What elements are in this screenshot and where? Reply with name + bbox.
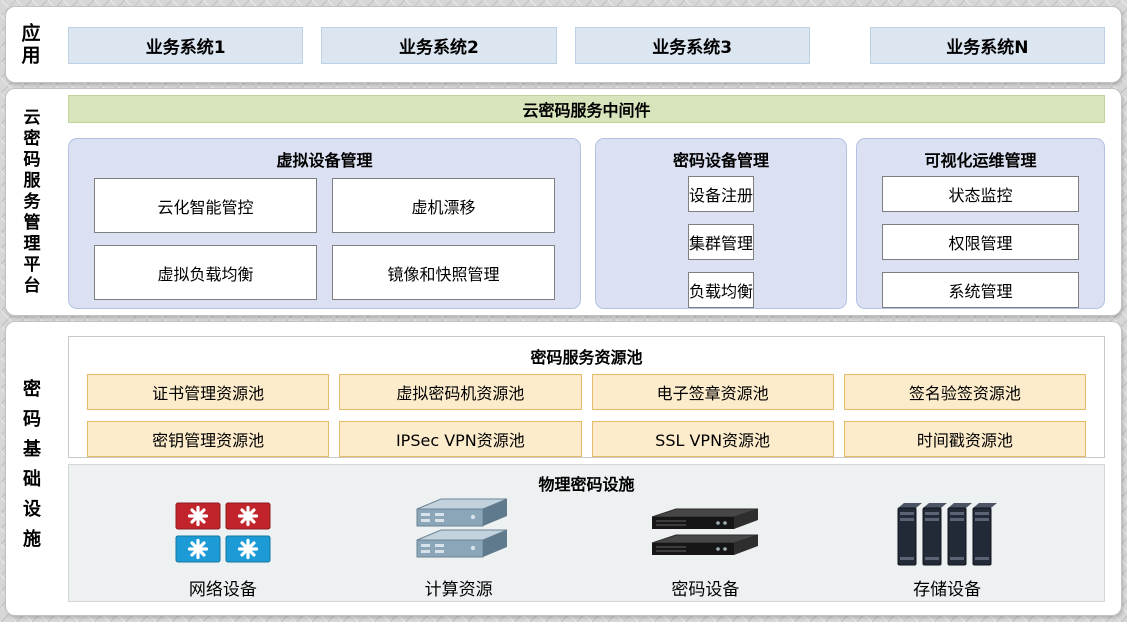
feature-box-cluster-management: 集群管理	[687, 224, 754, 260]
application-section: 应用 业务系统1 业务系统2 业务系统3 业务系统N	[5, 6, 1122, 83]
business-system-box-2: 业务系统2	[321, 27, 557, 64]
pool-box-ipsec-vpn: IPSec VPN资源池	[339, 421, 582, 457]
management-panels-row: 虚拟设备管理 云化智能管控 虚机漂移 虚拟负载均衡 镜像和快照管理 密码设备管理…	[68, 138, 1105, 309]
feature-box-cloud-control: 云化智能管控	[94, 178, 317, 233]
feature-box-device-register: 设备注册	[687, 176, 754, 212]
feature-box-status-monitor: 状态监控	[882, 176, 1079, 212]
crypto-device-panel: 密码设备管理 设备注册 集群管理 负载均衡	[595, 138, 847, 309]
device-item-network: 网络设备	[175, 497, 271, 600]
virtual-device-grid: 云化智能管控 虚机漂移 虚拟负载均衡 镜像和快照管理	[69, 171, 580, 300]
pool-box-key-management: 密钥管理资源池	[87, 421, 330, 457]
feature-box-vm-migration: 虚机漂移	[332, 178, 555, 233]
device-item-storage: 存储设备	[896, 497, 998, 600]
business-system-box-3: 业务系统3	[574, 27, 810, 64]
ops-management-stack: 状态监控 权限管理 系统管理	[857, 171, 1104, 308]
pool-box-virtual-crypto-machine: 虚拟密码机资源池	[339, 374, 582, 410]
virtual-device-panel-title: 虚拟设备管理	[276, 151, 373, 170]
compute-server-icon	[416, 498, 508, 558]
feature-box-system-management: 系统管理	[882, 272, 1079, 308]
device-label-network: 网络设备	[188, 580, 257, 600]
feature-box-virtual-load-balance: 虚拟负载均衡	[94, 245, 317, 300]
platform-section-label: 云密码服务管理平台	[19, 107, 40, 297]
resource-pool-panel: 密码服务资源池 证书管理资源池 虚拟密码机资源池 电子签章资源池 签名验签资源池…	[68, 336, 1105, 458]
pool-box-certificate: 证书管理资源池	[87, 374, 330, 410]
network-device-icon	[175, 502, 271, 563]
middleware-bar: 云密码服务中间件	[68, 95, 1105, 123]
resource-pool-title: 密码服务资源池	[530, 348, 643, 367]
pool-box-sign-verify: 签名验签资源池	[843, 374, 1086, 410]
storage-array-icon-wrap	[896, 497, 998, 571]
resource-pool-grid: 证书管理资源池 虚拟密码机资源池 电子签章资源池 签名验签资源池 密钥管理资源池…	[69, 368, 1104, 457]
crypto-device-icon	[651, 508, 759, 556]
feature-box-load-balance: 负载均衡	[687, 272, 754, 308]
business-system-box-n: 业务系统N	[869, 27, 1105, 64]
virtual-device-panel: 虚拟设备管理 云化智能管控 虚机漂移 虚拟负载均衡 镜像和快照管理	[68, 138, 581, 309]
application-section-label: 应用	[18, 22, 41, 67]
crypto-device-icon-wrap	[646, 497, 764, 571]
storage-array-icon	[897, 502, 998, 566]
feature-box-permission-management: 权限管理	[882, 224, 1079, 260]
device-label-compute: 计算资源	[424, 580, 493, 600]
physical-facility-title: 物理密码设施	[538, 475, 635, 494]
business-system-box-1: 业务系统1	[68, 27, 304, 64]
device-item-compute: 计算资源	[403, 497, 515, 600]
business-systems-row: 业务系统1 业务系统2 业务系统3 业务系统N	[68, 27, 1105, 64]
pool-box-e-signature: 电子签章资源池	[591, 374, 834, 410]
network-device-icon-wrap	[175, 497, 271, 571]
crypto-device-panel-title: 密码设备管理	[672, 151, 769, 170]
feature-box-image-snapshot: 镜像和快照管理	[332, 245, 555, 300]
pool-box-timestamp: 时间戳资源池	[843, 421, 1086, 457]
compute-server-icon-wrap	[403, 497, 515, 571]
physical-facility-panel: 物理密码设施	[68, 464, 1105, 602]
platform-section: 云密码服务管理平台 云密码服务中间件 虚拟设备管理 云化智能管控 虚机漂移 虚拟…	[5, 88, 1122, 316]
device-label-storage: 存储设备	[913, 580, 982, 600]
pool-box-ssl-vpn: SSL VPN资源池	[591, 421, 834, 457]
infrastructure-section: 密码基础设施 密码服务资源池 证书管理资源池 虚拟密码机资源池 电子签章资源池 …	[5, 321, 1122, 616]
device-label-crypto: 密码设备	[671, 580, 740, 600]
infrastructure-section-label: 密码基础设施	[20, 378, 41, 559]
ops-management-panel: 可视化运维管理 状态监控 权限管理 系统管理	[856, 138, 1105, 309]
crypto-device-stack: 设备注册 集群管理 负载均衡	[663, 171, 779, 308]
devices-row: 网络设备	[69, 495, 1104, 600]
device-item-crypto: 密码设备	[646, 497, 764, 600]
ops-management-panel-title: 可视化运维管理	[924, 151, 1037, 170]
